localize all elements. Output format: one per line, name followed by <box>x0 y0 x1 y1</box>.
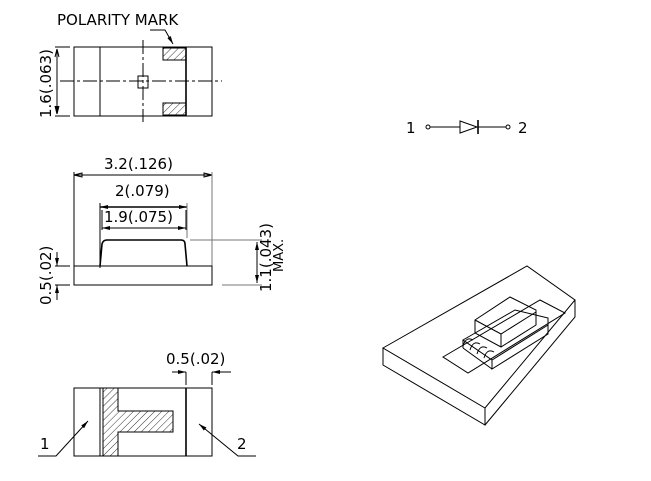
diode-symbol: 1 2 <box>406 119 528 137</box>
body-dim: 2(.079) <box>115 182 170 200</box>
pin1-label: 1 <box>40 435 50 453</box>
polarity-pad-bottom <box>162 102 187 116</box>
pin2-label: 2 <box>237 435 247 453</box>
bottom-view: 0.5(.02) 1 2 <box>38 350 256 457</box>
side-view: 3.2(.126) 2(.079) 1.9(.075) 1.1(.043) MA… <box>37 155 287 305</box>
height-max-note: MAX. <box>272 239 287 272</box>
lens-dome <box>99 239 188 267</box>
base-dim: 0.5(.02) <box>37 246 55 305</box>
top-view: POLARITY MARK 1.6(.063) <box>37 11 222 122</box>
top-dim: 1.9(.075) <box>104 208 173 226</box>
polarity-pad-top <box>162 47 187 61</box>
bottom-body-outline <box>73 387 213 457</box>
cathode-pad-hatch <box>102 387 174 457</box>
base-substrate <box>73 265 213 286</box>
isometric-view <box>382 265 576 426</box>
led-body <box>474 296 537 348</box>
polarity-leader <box>150 29 174 45</box>
height-dim: 1.1(.043) <box>257 223 275 292</box>
pad-dim: 0.5(.02) <box>166 350 225 368</box>
symbol-pin1: 1 <box>406 119 416 137</box>
length-dim: 3.2(.126) <box>104 155 173 173</box>
solder-pad <box>442 299 567 374</box>
polarity-mark-label: POLARITY MARK <box>57 11 179 29</box>
symbol-pin2: 2 <box>518 119 528 137</box>
top-height-dim: 1.6(.063) <box>37 49 55 118</box>
